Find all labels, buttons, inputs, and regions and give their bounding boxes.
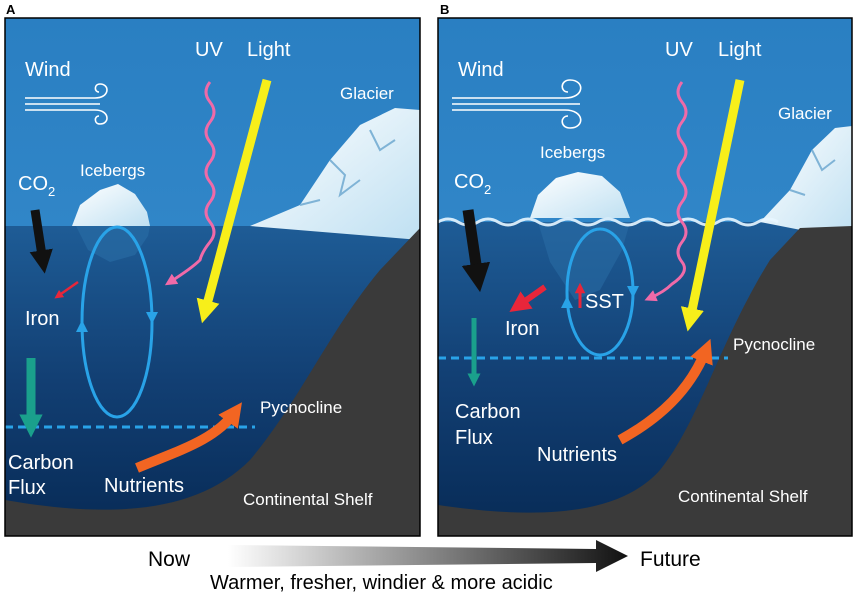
panel-b-light-label: Light (718, 39, 762, 61)
panel-a-pycnocline-label: Pycnocline (260, 398, 342, 417)
panel-a-letter: A (6, 2, 16, 17)
panel-a-shelf-label: Continental Shelf (243, 490, 373, 509)
panel-b-nutrients-arrow (617, 338, 713, 445)
panel-a-wind-icon (25, 83, 108, 125)
panel-b-co2-arrow (461, 209, 491, 293)
panel-a-carbon-label: Carbon (8, 452, 74, 474)
panel-a-iron-arrow (54, 280, 79, 299)
panel-b-glacier-shape (760, 126, 852, 240)
panel-b-uv-arrow (644, 81, 688, 302)
panel-a-nutrients-label: Nutrients (104, 475, 184, 497)
panel-b-sst-label: SST (585, 291, 624, 313)
timeline: Now Future Warmer, fresher, windier & mo… (148, 540, 701, 594)
panel-b-wind-label: Wind (458, 59, 504, 81)
panel-b-light-arrow (680, 79, 745, 332)
panel-a-uv-label: UV (195, 39, 223, 61)
panel-a-co2-label: CO2 (18, 173, 55, 199)
panel-b-glacier-label: Glacier (778, 104, 832, 123)
panel-b-sea-ice (438, 217, 779, 227)
panel-a-frame (4, 17, 421, 537)
panel-b-co2-label: CO2 (454, 171, 491, 197)
panel-b-iron-label: Iron (505, 318, 539, 340)
panel-a-iron-label: Iron (25, 308, 59, 330)
panel-b-shelf-label: Continental Shelf (678, 487, 808, 506)
panel-a-flux-label: Flux (8, 477, 46, 499)
panel-a-uv-arrow (164, 81, 216, 286)
panel-b-iron-arrow (509, 284, 547, 313)
panel-b-icebergs-label: Icebergs (540, 143, 605, 162)
timeline-end-label: Future (640, 548, 701, 571)
panel-a: Wind UV Light Glacier Icebergs CO2 Iron … (5, 18, 420, 536)
panel-a-shelf (5, 228, 420, 536)
panel-a-glacier-shape (250, 108, 420, 240)
panel-a-light-arrow (196, 78, 272, 324)
panel-b-pycnocline-label: Pycnocline (733, 335, 815, 354)
panel-b-shelf (438, 226, 852, 536)
panel-b-carbon-label: Carbon (455, 401, 521, 423)
panel-a-icebergs-label: Icebergs (80, 161, 145, 180)
timeline-caption: Warmer, fresher, windier & more acidic (210, 572, 553, 594)
panel-a-nutrients-arrow (135, 402, 242, 473)
panel-b-wind-icon (452, 79, 582, 129)
panel-b-iceberg-shape (530, 172, 630, 218)
panel-a-iceberg-shape (72, 184, 150, 226)
panel-b-flux-label: Flux (455, 427, 493, 449)
panel-b-letter: B (440, 2, 449, 17)
panel-b-frame (437, 17, 853, 537)
timeline-arrow (228, 540, 628, 572)
panel-a-light-label: Light (247, 39, 291, 61)
panel-b: Wind UV Light Glacier Icebergs CO2 Iron … (438, 18, 852, 536)
panel-a-co2-arrow (29, 209, 53, 274)
panel-b-uv-label: UV (665, 39, 693, 61)
timeline-start-label: Now (148, 548, 191, 571)
panel-a-glacier-label: Glacier (340, 84, 394, 103)
panel-b-nutrients-label: Nutrients (537, 444, 617, 466)
panel-a-wind-label: Wind (25, 59, 71, 81)
